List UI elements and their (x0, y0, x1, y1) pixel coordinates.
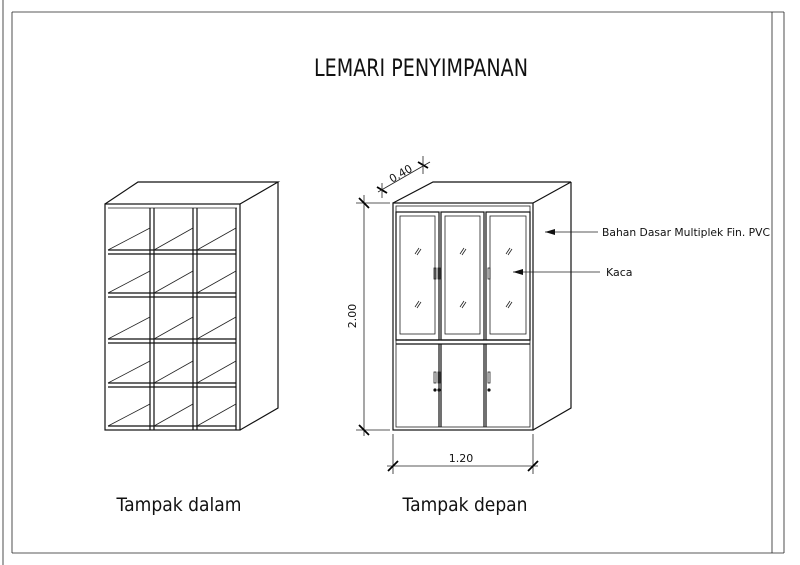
cabinet-inside-view (104, 181, 281, 431)
label-front-view: Tampak depan (402, 494, 528, 516)
dimension-depth-label: 0.40 (387, 162, 415, 186)
annotation-glass-leader (513, 269, 600, 275)
drawing-title: LEMARI PENYIMPANAN (314, 54, 528, 82)
handle-icon (437, 371, 441, 384)
keyhole-icon (437, 388, 441, 392)
dimension-height (356, 195, 390, 436)
lower-doors (433, 344, 491, 427)
label-inside-view: Tampak dalam (116, 494, 242, 516)
keyhole-icon (433, 388, 437, 392)
dimension-width (387, 434, 539, 474)
arrow-left-icon (513, 269, 523, 275)
sheet-border (2, 0, 785, 565)
annotation-glass: Kaca (606, 266, 633, 279)
handle-icon (437, 267, 441, 280)
cabinet-front-view (392, 181, 572, 431)
glass-reflection-marks (414, 247, 513, 309)
handle-icon (433, 371, 437, 384)
shelves (108, 249, 236, 427)
handle-icon (433, 267, 437, 280)
shelf-perspective-lines (107, 227, 237, 427)
annotation-material-leader (545, 229, 598, 235)
glass-doors (395, 211, 531, 341)
dimension-width-label: 1.20 (449, 452, 474, 465)
annotation-material: Bahan Dasar Multiplek Fin. PVC (602, 226, 770, 239)
handle-icon (487, 371, 491, 384)
dimension-depth (376, 156, 431, 198)
dimension-height-label: 2.00 (346, 304, 359, 329)
handle-icon (487, 267, 491, 280)
arrow-left-icon (545, 229, 555, 235)
keyhole-icon (487, 388, 491, 392)
